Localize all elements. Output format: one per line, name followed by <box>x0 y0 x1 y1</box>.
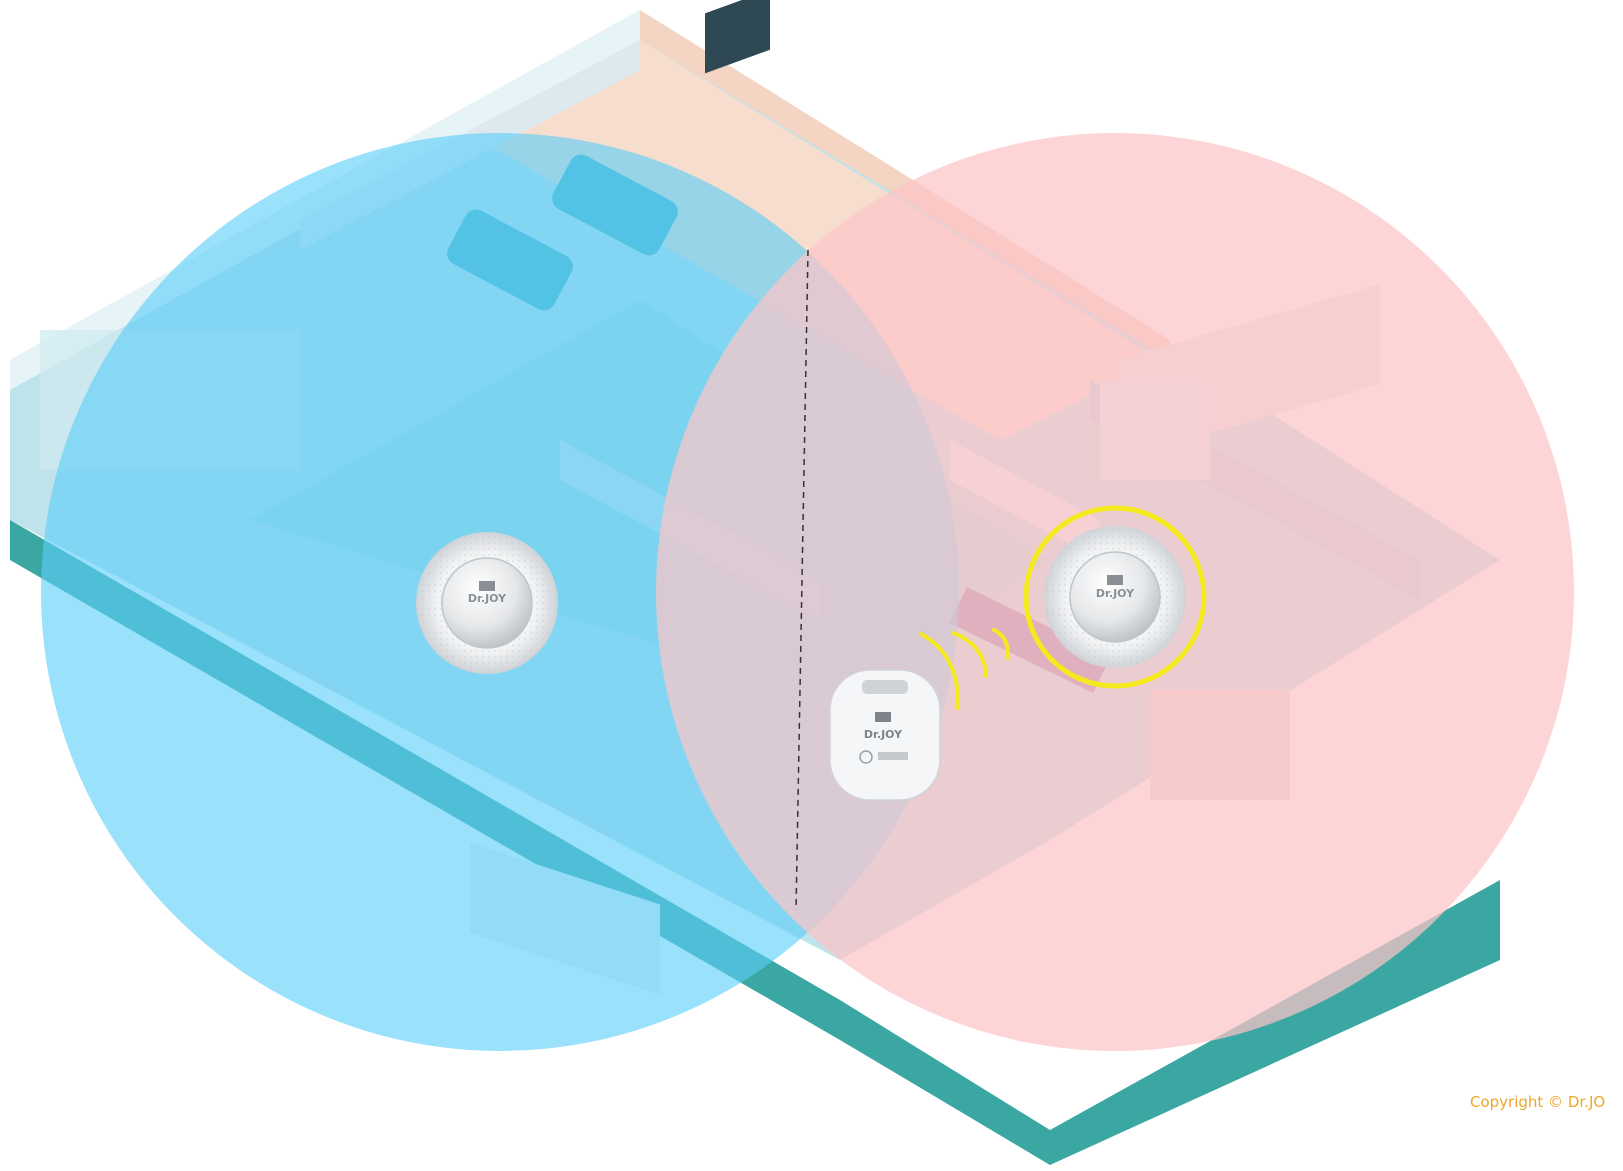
logo-icon <box>1107 575 1123 585</box>
highlight-ring <box>1023 505 1207 689</box>
copyright-notice: Copyright © Dr.JO <box>1470 1093 1606 1111</box>
beacon-right: Dr.JOY <box>1023 505 1207 689</box>
secondary-logo-icon <box>859 750 873 764</box>
lanyard-slot <box>862 680 908 694</box>
beacon-left: Dr.JOY <box>416 532 558 674</box>
beacon-label: Dr.JOY <box>468 592 507 605</box>
secondary-logo-icon <box>878 752 908 760</box>
tag-label: Dr.JOY <box>864 728 903 741</box>
beacon-label: Dr.JOY <box>1096 587 1135 600</box>
logo-icon <box>479 581 495 591</box>
logo-icon <box>875 712 891 722</box>
signal-waves-icon <box>919 628 1011 710</box>
monitor <box>705 0 770 74</box>
zone-divider <box>795 249 809 911</box>
tag-device: Dr.JOY <box>829 669 941 801</box>
